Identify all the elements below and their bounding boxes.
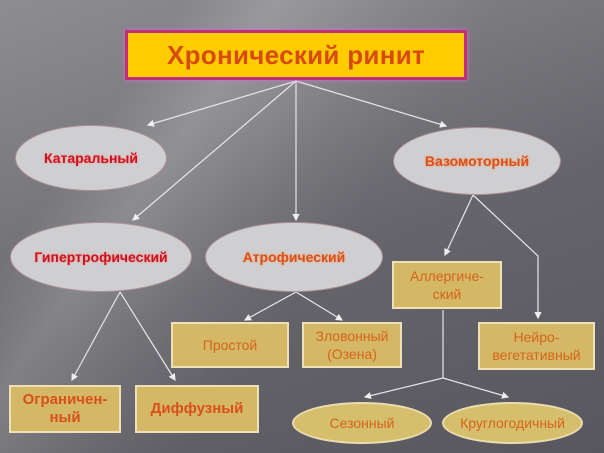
node-allergic-label-line2: ский [432, 286, 462, 302]
node-neuro-label-line1: Нейро- [513, 329, 560, 345]
node-limited: Ограничен- ный [9, 385, 121, 433]
node-perennial: Круглогодичный [442, 402, 583, 444]
node-simple-label: Простой [202, 337, 258, 353]
node-allergic-label-line1: Аллергиче- [410, 268, 484, 284]
node-perennial-label: Круглогодичный [460, 415, 565, 431]
node-hypertrophic: Гипертрофический [10, 222, 192, 292]
node-limited-label-line2: ный [49, 409, 81, 426]
title-text: Хронический ринит [166, 39, 426, 70]
node-simple: Простой [171, 322, 289, 368]
node-fetid-ozena: Зловонный (Озена) [302, 322, 402, 368]
node-atrophic-label: Атрофический [242, 249, 346, 265]
title-box-chronic-rhinitis: Хронический ринит [125, 30, 467, 80]
node-fetid-label-line2: (Озена) [327, 346, 377, 362]
node-catarrhal: Катаральный [15, 125, 167, 191]
node-vasomotor-label: Вазомоторный [424, 153, 530, 169]
node-diffuse: Диффузный [135, 385, 259, 433]
node-allergic: Аллергиче- ский [392, 261, 502, 309]
node-vasomotor: Вазомоторный [393, 127, 561, 195]
node-fetid-label-line1: Зловонный [315, 328, 389, 344]
node-atrophic: Атрофический [205, 222, 383, 292]
node-catarrhal-label: Катаральный [43, 150, 138, 166]
node-hypertrophic-label: Гипертрофический [34, 249, 168, 265]
node-neurovegetative: Нейро- вегетативный [478, 322, 595, 370]
node-neuro-label-line2: вегетативный [492, 347, 581, 363]
node-diffuse-label: Диффузный [150, 400, 244, 417]
node-seasonal-label: Сезонный [329, 415, 395, 431]
node-seasonal: Сезонный [292, 402, 432, 444]
node-limited-label-line1: Ограничен- [22, 391, 108, 408]
